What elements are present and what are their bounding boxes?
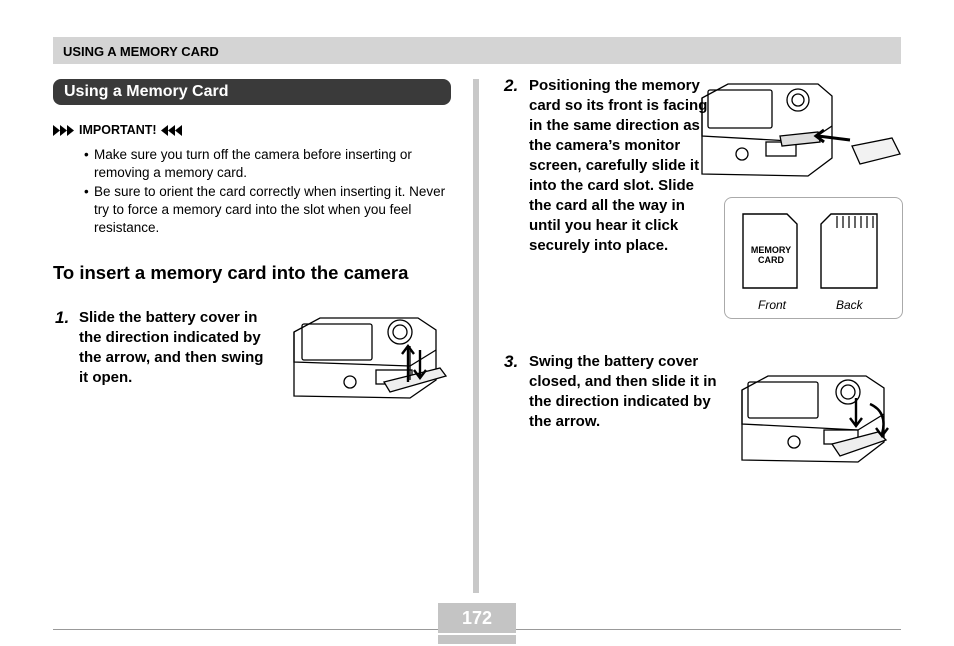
card-back-icon [820, 213, 878, 289]
bullet-item: Be sure to orient the card correctly whe… [84, 183, 456, 237]
important-bullet-list: Make sure you turn off the camera before… [84, 146, 456, 238]
column-divider [473, 79, 479, 593]
page-number: 172 [461, 608, 493, 628]
step-2-number: 2. [504, 76, 519, 95]
important-note: IMPORTANT! [53, 123, 183, 137]
page-number-box: 172 [438, 603, 516, 644]
important-label: IMPORTANT! [79, 123, 157, 137]
card-back-caption: Back [836, 298, 863, 312]
header-bar: USING A MEMORY CARD [53, 37, 901, 64]
card-label: MEMORY CARD [750, 245, 792, 265]
card-front-caption: Front [758, 298, 787, 312]
step-1-number: 1. [55, 308, 70, 327]
card-orientation-diagram: MEMORY CARD Front Back [724, 197, 903, 319]
triangle-arrows-right-icon [53, 124, 74, 136]
step-3-text: Swing the battery cover closed, and then… [529, 353, 717, 430]
camera-insert-card-illustration [701, 83, 901, 177]
section-title-pill: Using a Memory Card [53, 79, 451, 105]
header-title: USING A MEMORY CARD [63, 44, 219, 59]
card-front-icon [742, 213, 798, 289]
camera-close-cover-illustration [741, 375, 889, 463]
step-1-text: Slide the battery cover in the direction… [79, 309, 264, 386]
step-3-number: 3. [504, 352, 519, 371]
section-title: Using a Memory Card [64, 83, 229, 100]
subsection-heading: To insert a memory card into the camera [53, 262, 409, 283]
step-2-text: Positioning the memory card so its front… [529, 77, 708, 254]
bullet-item: Make sure you turn off the camera before… [84, 146, 456, 182]
camera-open-cover-illustration [293, 317, 448, 399]
triangle-arrows-left-icon [160, 124, 182, 136]
